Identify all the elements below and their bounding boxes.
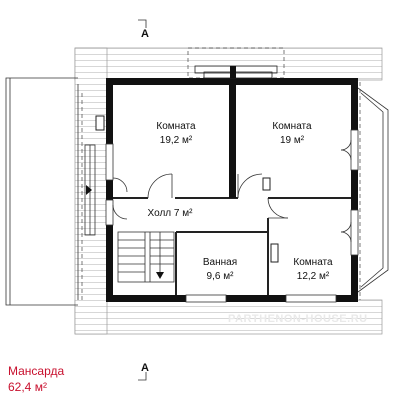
section-marker-label: А — [141, 362, 149, 374]
stair-direction-icon — [156, 272, 164, 279]
floor-title: Мансарда — [8, 364, 65, 378]
bay-window — [357, 87, 389, 293]
interior-walls — [112, 197, 355, 300]
room-label: Комната — [156, 121, 196, 132]
room-area: 19,2 м² — [160, 135, 193, 146]
terrace — [5, 77, 79, 306]
room-area: 12,2 м² — [297, 271, 330, 282]
section-marker-bottom: А — [138, 362, 149, 381]
windows — [105, 129, 359, 303]
floor-caption: Мансарда 62,4 м² — [8, 363, 64, 395]
watermark: PARTHENON-HOUSE.RU — [228, 313, 368, 325]
room-label: Холл 7 м² — [148, 208, 194, 219]
floor-area: 62,4 м² — [8, 380, 47, 394]
door-swings — [112, 139, 352, 243]
exterior-walls — [106, 65, 358, 302]
room-area: 19 м² — [280, 135, 305, 146]
dashed-outline — [81, 47, 361, 300]
radiators — [95, 115, 279, 263]
section-marker-label: А — [141, 28, 149, 40]
section-marker-top: А — [138, 19, 149, 40]
staircase — [117, 231, 175, 283]
room-area: 9,6 м² — [207, 271, 235, 282]
room-label: Комната — [293, 257, 333, 268]
room-label: Комната — [272, 121, 312, 132]
entry-arrow-icon — [86, 185, 92, 195]
room-label: Ванная — [203, 257, 237, 268]
roof-overhang — [74, 47, 383, 335]
